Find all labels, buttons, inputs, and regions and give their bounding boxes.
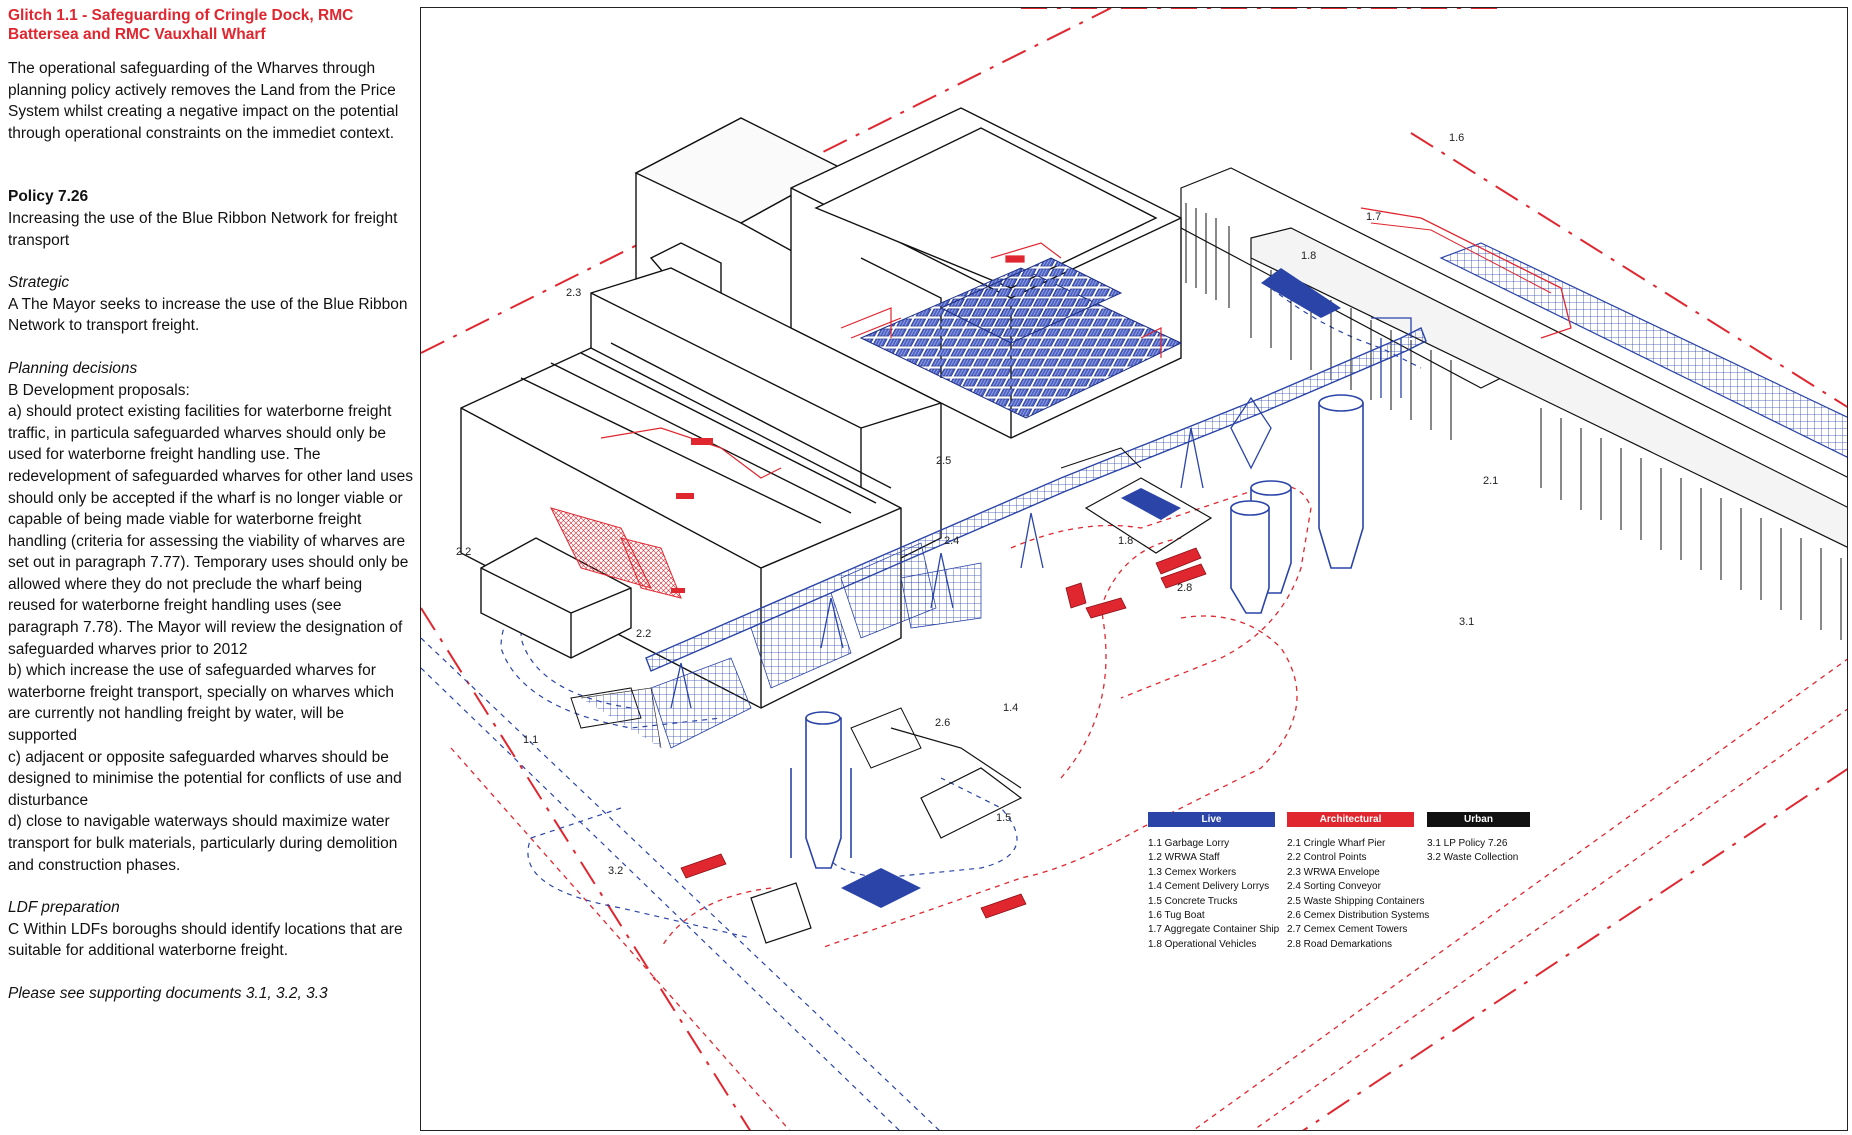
label-1-4: 1.4 (1003, 702, 1019, 714)
legend-item: 1.4 Cement Delivery Lorrys (1148, 881, 1270, 893)
planning-intro: B Development proposals: (8, 381, 190, 399)
policy-boundary-lines (421, 8, 1847, 1130)
label-1-1: 1.1 (523, 734, 539, 746)
legend-urban-list: 3.1 LP Policy 7.26 3.2 Waste Collection (1427, 837, 1518, 866)
label-1-8a: 1.8 (1301, 250, 1317, 262)
label-2-5: 2.5 (936, 455, 952, 467)
diagram-drawing (421, 8, 1847, 1130)
legend-item: 1.3 Cemex Workers (1148, 866, 1237, 878)
axonometric-diagram: 1.6 1.7 1.8 2.3 2.5 2.1 1.8 2.4 2.2 2.8 … (420, 7, 1848, 1131)
legend-live-header: Live (1148, 812, 1275, 827)
ldf-text: C Within LDFs boroughs should identify l… (8, 920, 403, 960)
legend-item: 2.6 Cemex Distribution Systems (1287, 910, 1430, 922)
label-2-8: 2.8 (1177, 582, 1193, 594)
label-2-3: 2.3 (566, 287, 582, 299)
clause-b: b) which increase the use of safeguarded… (8, 662, 394, 745)
legend-item: 1.5 Concrete Trucks (1148, 895, 1238, 907)
legend-item: 1.2 WRWA Staff (1148, 852, 1220, 864)
label-1-8b: 1.8 (1118, 535, 1134, 547)
policy-heading: Policy 7.26 (8, 188, 89, 206)
legend-item: 1.1 Garbage Lorry (1148, 838, 1230, 849)
clause-d-continued: and construction phases. (8, 856, 181, 874)
legend-item: 1.7 Aggregate Container Ship (1148, 924, 1280, 936)
sorting-conveyor (645, 317, 1427, 709)
legend-item: 2.5 Waste Shipping Containers (1287, 895, 1425, 907)
label-2-6: 2.6 (935, 717, 951, 729)
label-1-6: 1.6 (1449, 132, 1465, 144)
page-title: Glitch 1.1 - Safeguarding of Cringle Doc… (8, 7, 354, 43)
clause-a: a) should protect existing facilities fo… (8, 403, 413, 658)
ldf-heading: LDF preparation (8, 899, 120, 917)
legend-item: 1.8 Operational Vehicles (1148, 938, 1257, 950)
label-2-4: 2.4 (944, 535, 960, 547)
label-2-2a: 2.2 (456, 546, 472, 558)
legend-item: 3.1 LP Policy 7.26 (1427, 838, 1508, 849)
legend-item: 3.2 Waste Collection (1427, 852, 1519, 864)
legend-live-list: 1.1 Garbage Lorry 1.2 WRWA Staff 1.3 Cem… (1148, 837, 1279, 952)
control-points (550, 427, 782, 599)
label-2-1: 2.1 (1483, 475, 1499, 487)
supporting-docs-note: Please see supporting documents 3.1, 3.2… (8, 984, 328, 1002)
legend-urban-header: Urban (1427, 812, 1530, 827)
cringle-wharf-pier (1180, 167, 1847, 640)
legend-item: 2.4 Sorting Conveyor (1287, 881, 1381, 893)
waste-shipping-containers (840, 242, 1183, 419)
policy-text-panel: Glitch 1.1 - Safeguarding of Cringle Doc… (8, 6, 413, 1005)
legend-item: 2.1 Cringle Wharf Pier (1287, 838, 1386, 849)
clause-d: d) close to navigable waterways should m… (8, 813, 398, 852)
legend-architectural-list: 2.1 Cringle Wharf Pier 2.2 Control Point… (1287, 837, 1429, 952)
planning-heading: Planning decisions (8, 359, 138, 377)
legend-item: 1.6 Tug Boat (1148, 910, 1205, 922)
label-2-2b: 2.2 (636, 628, 652, 640)
label-3-2: 3.2 (608, 865, 624, 877)
legend-item: 2.7 Cemex Cement Towers (1287, 924, 1408, 936)
label-3-1: 3.1 (1459, 616, 1475, 628)
intro-paragraph: The operational safeguarding of the Whar… (8, 60, 399, 142)
legend-item: 2.8 Road Demarkations (1287, 938, 1393, 950)
policy-subtitle: Increasing the use of the Blue Ribbon Ne… (8, 209, 398, 249)
legend-item: 2.3 WRWA Envelope (1287, 866, 1380, 878)
ground-grids (650, 542, 982, 749)
label-1-7: 1.7 (1366, 211, 1382, 223)
clause-c: c) adjacent or opposite safeguarded whar… (8, 748, 402, 809)
operational-vehicles (570, 268, 1341, 944)
label-1-5: 1.5 (996, 812, 1012, 824)
cement-towers (790, 394, 1364, 869)
legend-item: 2.2 Control Points (1287, 852, 1367, 864)
strategic-heading: Strategic (8, 274, 70, 292)
concrete-trucks (680, 547, 1207, 919)
strategic-text: A The Mayor seeks to increase the use of… (8, 295, 408, 335)
legend-architectural-header: Architectural (1287, 812, 1414, 827)
